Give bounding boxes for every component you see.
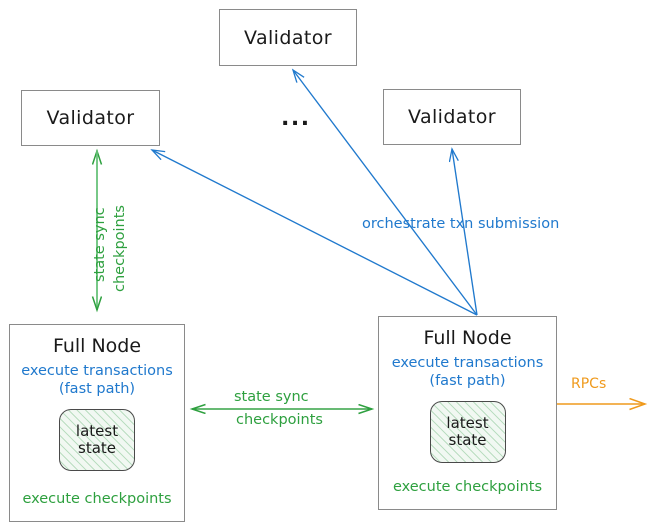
full-node-right-exec-checkpoints: execute checkpoints: [379, 476, 556, 495]
rpcs-label: RPCs: [571, 376, 607, 392]
validator-left-label: Validator: [46, 107, 135, 129]
full-node-left-exec-checkpoints-label: execute checkpoints: [22, 491, 172, 507]
validator-left-box[interactable]: Validator: [21, 90, 160, 146]
full-node-left-latest-state-line1: latest: [75, 421, 119, 440]
full-node-left-title: Full Node: [52, 335, 142, 357]
edge-fullnode-to-validator-left: [152, 150, 478, 316]
validator-right-label: Validator: [408, 106, 496, 128]
full-node-left-fastpath: execute transactions (fast path): [21, 363, 173, 398]
full-node-right-title: Full Node: [423, 327, 512, 349]
full-node-left-latest-state-box[interactable]: latest state: [59, 409, 135, 472]
validator-top-box[interactable]: Validator: [219, 9, 357, 66]
full-node-right-fastpath-line2: (fast path): [429, 372, 506, 389]
full-node-right-latest-state-line1: latest: [446, 413, 489, 432]
full-node-left-fastpath-line2: (fast path): [58, 380, 136, 397]
edge-fullnode-to-validator-right: [452, 149, 478, 316]
state-sync-vertical-label: state sync: [92, 207, 108, 282]
checkpoints-horizontal-label: checkpoints: [236, 412, 323, 428]
full-node-right-fastpath-line1: execute transactions: [391, 355, 544, 371]
full-node-right-box[interactable]: Full Node execute transactions (fast pat…: [378, 316, 557, 510]
full-node-left-box[interactable]: Full Node execute transactions (fast pat…: [9, 324, 185, 522]
orchestrate-txn-submission-label: orchestrate txn submission: [362, 216, 560, 232]
full-node-left-fastpath-line1: execute transactions: [21, 363, 173, 379]
full-node-right-latest-state-box[interactable]: latest state: [429, 401, 506, 464]
validator-right-box[interactable]: Validator: [383, 89, 521, 145]
full-node-right-latest-state-line2: state: [448, 431, 487, 450]
validator-top-label: Validator: [244, 26, 332, 49]
full-node-left-latest-state-line2: state: [78, 439, 116, 458]
full-node-left-exec-checkpoints: execute checkpoints: [10, 488, 184, 507]
full-node-right-fastpath: execute transactions (fast path): [392, 355, 544, 390]
state-sync-horizontal-label: state sync: [234, 389, 309, 405]
checkpoints-vertical-label: checkpoints: [112, 205, 128, 292]
full-node-right-exec-checkpoints-label: execute checkpoints: [392, 479, 543, 495]
ellipsis-label: ...: [281, 106, 311, 131]
